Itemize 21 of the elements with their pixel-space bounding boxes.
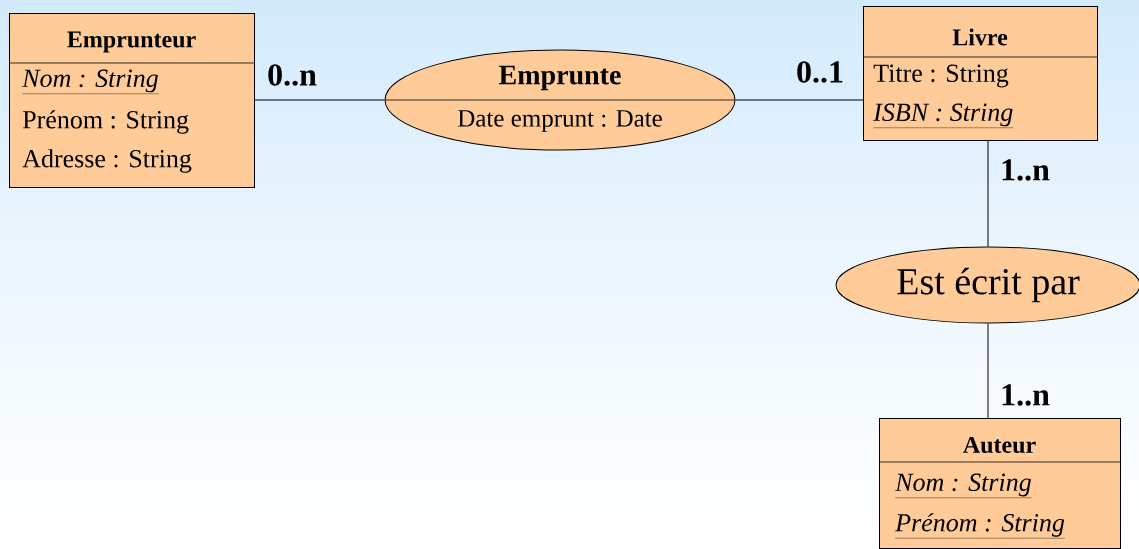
attribute: Adresse : String [22, 149, 192, 173]
association-name: Est écrit par [897, 267, 1080, 303]
cardinality-label: 0..1 [797, 61, 843, 83]
cardinality-label: 1..n [1002, 384, 1050, 406]
cardinality-label: 0..n [268, 64, 317, 86]
identifier-attribute: ISBN : String [873, 103, 1014, 128]
identifier-attribute: Nom : String [895, 473, 1032, 498]
identifier-attribute: Nom : String [22, 69, 159, 94]
cardinality-label: 1..n [1002, 159, 1050, 181]
attribute: Titre : String [873, 64, 1009, 88]
connector-line [254, 99, 385, 101]
association-name: Emprunte [499, 65, 621, 91]
connector-line [735, 99, 864, 101]
class-name: Emprunteur [67, 31, 196, 53]
class-name: Livre [952, 28, 1008, 46]
connector-line [987, 140, 989, 247]
attribute: Prénom : String [22, 110, 189, 134]
class-name: Auteur [963, 436, 1036, 454]
attribute: Date emprunt : Date [458, 110, 662, 132]
identifier-attribute: Prénom : String [895, 513, 1066, 539]
connector-line [987, 323, 989, 419]
